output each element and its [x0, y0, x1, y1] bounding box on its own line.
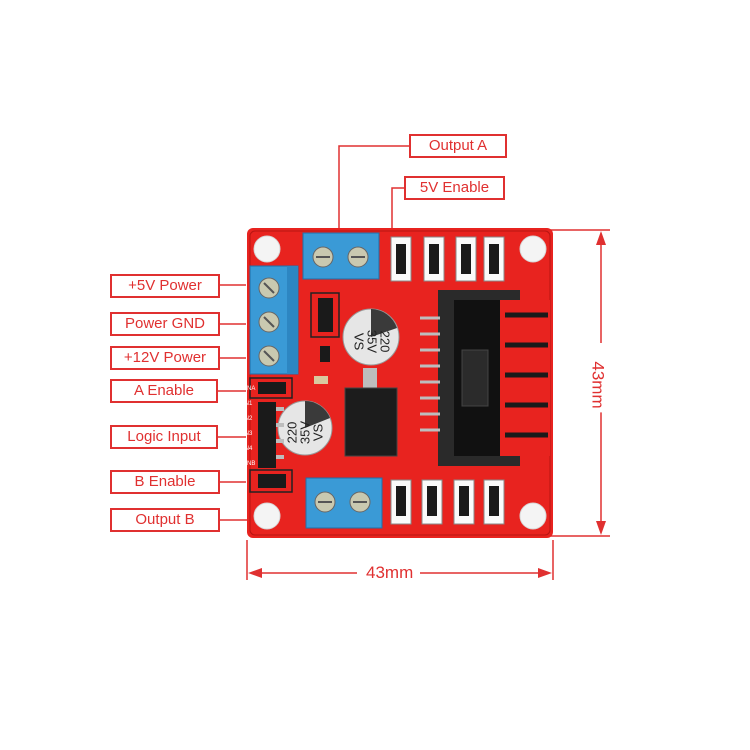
terminal-output-a — [302, 232, 380, 280]
terminal-output-b — [305, 477, 383, 529]
capacitor-bottom — [277, 400, 333, 456]
dimension-arrows — [248, 231, 606, 578]
pin-labels: ENA IN1 IN2 IN3 IN4 ENB — [243, 382, 255, 472]
pin-label: ENA — [243, 386, 256, 392]
label-b-enable: B Enable — [110, 470, 220, 494]
label-logic-input: Logic Input — [110, 425, 218, 449]
logic-input-header — [258, 402, 284, 468]
diodes-top — [390, 236, 505, 282]
pin-label: IN1 — [243, 401, 253, 407]
smd-resistor — [314, 376, 328, 384]
voltage-regulator — [344, 368, 398, 457]
label-output-b: Output B — [110, 508, 220, 532]
l298n-heatsink — [420, 290, 550, 466]
mounting-holes — [253, 235, 547, 530]
capacitor-bottom-line3: VS — [310, 423, 326, 442]
terminal-power — [249, 265, 299, 375]
capacitor-top-line1: 220 — [377, 330, 393, 353]
jumper-5v-enable — [310, 292, 340, 338]
capacitor-bottom-text: 220 35V VS — [285, 408, 326, 458]
smd-led — [320, 346, 330, 362]
label-5v-enable: 5V Enable — [404, 176, 505, 200]
capacitor-top-line3: VS — [351, 332, 367, 351]
capacitor-top-text: 220 35V VS — [351, 317, 393, 367]
diodes-bottom — [390, 479, 505, 525]
pin-label: ENB — [243, 461, 256, 467]
jumper-a-enable — [249, 377, 293, 399]
dimension-height: 43mm — [587, 357, 608, 413]
capacitor-top-line2: 35V — [364, 329, 380, 354]
label-12v-power: +12V Power — [110, 346, 220, 370]
dimension-width: 43mm — [362, 563, 418, 583]
label-a-enable: A Enable — [110, 379, 218, 403]
pin-label: IN2 — [243, 416, 253, 422]
label-5v-power: +5V Power — [110, 274, 220, 298]
capacitor-top — [342, 308, 400, 366]
pin-label: IN4 — [243, 446, 253, 452]
label-power-gnd: Power GND — [110, 312, 220, 336]
jumper-b-enable — [249, 469, 293, 493]
pin-label: IN3 — [243, 431, 253, 437]
label-output-a: Output A — [409, 134, 507, 158]
